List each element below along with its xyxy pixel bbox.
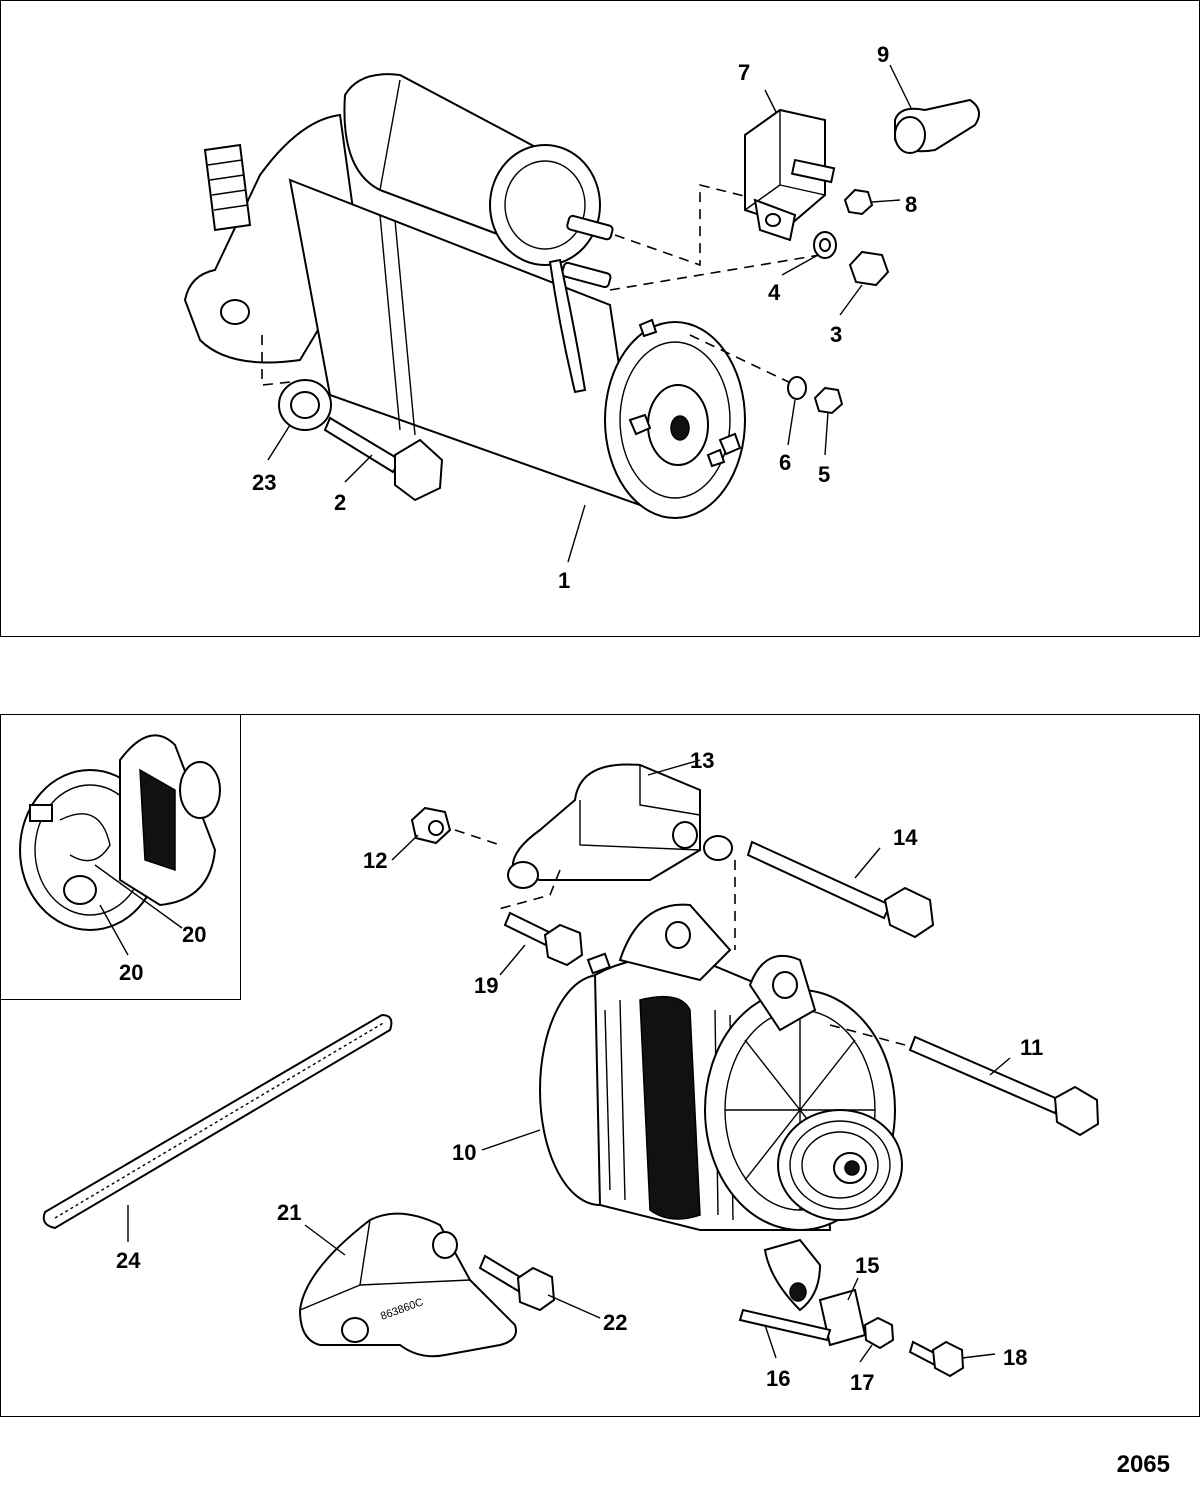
callout-3: 3 bbox=[830, 322, 842, 347]
callout-14: 14 bbox=[893, 825, 918, 850]
callout-9: 9 bbox=[877, 42, 889, 67]
mounting-bracket-21: 863860C bbox=[298, 1212, 517, 1358]
callout-19: 19 bbox=[474, 973, 498, 998]
callout-18: 18 bbox=[1003, 1345, 1027, 1370]
callout-5: 5 bbox=[818, 462, 830, 487]
callout-22: 22 bbox=[603, 1310, 627, 1335]
callout-20-lower: 20 bbox=[119, 960, 143, 985]
callout-24: 24 bbox=[116, 1248, 141, 1273]
callout-10: 10 bbox=[452, 1140, 476, 1165]
alternator-10 bbox=[539, 903, 903, 1312]
bolt-11 bbox=[908, 1035, 1100, 1137]
assembly-line-12 bbox=[454, 829, 501, 846]
callout-17: 17 bbox=[850, 1370, 874, 1395]
callout-15: 15 bbox=[855, 1253, 879, 1278]
assembly-line-19 bbox=[494, 869, 561, 911]
callout-4: 4 bbox=[768, 280, 781, 305]
callout-1: 1 bbox=[558, 568, 570, 593]
nut-5 bbox=[813, 386, 844, 415]
mounting-bracket-13 bbox=[507, 763, 733, 889]
nut-8 bbox=[843, 188, 874, 216]
washer-6 bbox=[787, 376, 807, 400]
callout-23: 23 bbox=[252, 470, 276, 495]
assembly-line-7 bbox=[614, 183, 761, 267]
callout-16: 16 bbox=[766, 1366, 790, 1391]
callout-12: 12 bbox=[363, 848, 387, 873]
callout-13: 13 bbox=[690, 748, 714, 773]
bolt-14 bbox=[746, 840, 935, 939]
callout-6: 6 bbox=[779, 450, 791, 475]
alternator-rear-inset-drawing bbox=[19, 734, 221, 931]
callout-7: 7 bbox=[738, 60, 750, 85]
stud-16 bbox=[738, 1308, 832, 1342]
bolt-18 bbox=[908, 1340, 965, 1378]
terminal-cap-9 bbox=[894, 98, 980, 154]
terminal-boot-7 bbox=[744, 108, 836, 242]
nut-3 bbox=[848, 250, 890, 287]
bolt-22 bbox=[478, 1254, 556, 1312]
callout-11: 11 bbox=[1020, 1035, 1043, 1060]
callout-21: 21 bbox=[277, 1200, 301, 1225]
callout-20-upper: 20 bbox=[182, 922, 206, 947]
washer-23 bbox=[278, 379, 332, 431]
callout-8: 8 bbox=[905, 192, 917, 217]
assembly-line-3 bbox=[609, 254, 821, 291]
figure-number: 2065 bbox=[1116, 1451, 1170, 1478]
callout-2: 2 bbox=[334, 490, 346, 515]
bolt-2 bbox=[323, 416, 444, 502]
assembly-line-11 bbox=[829, 1024, 906, 1046]
starter-motor bbox=[183, 73, 746, 519]
nut-17 bbox=[863, 1316, 895, 1350]
assembly-line-5 bbox=[689, 334, 796, 386]
bolt-19 bbox=[503, 911, 584, 967]
drive-belt-24 bbox=[42, 1013, 393, 1230]
nut-12 bbox=[410, 806, 452, 845]
